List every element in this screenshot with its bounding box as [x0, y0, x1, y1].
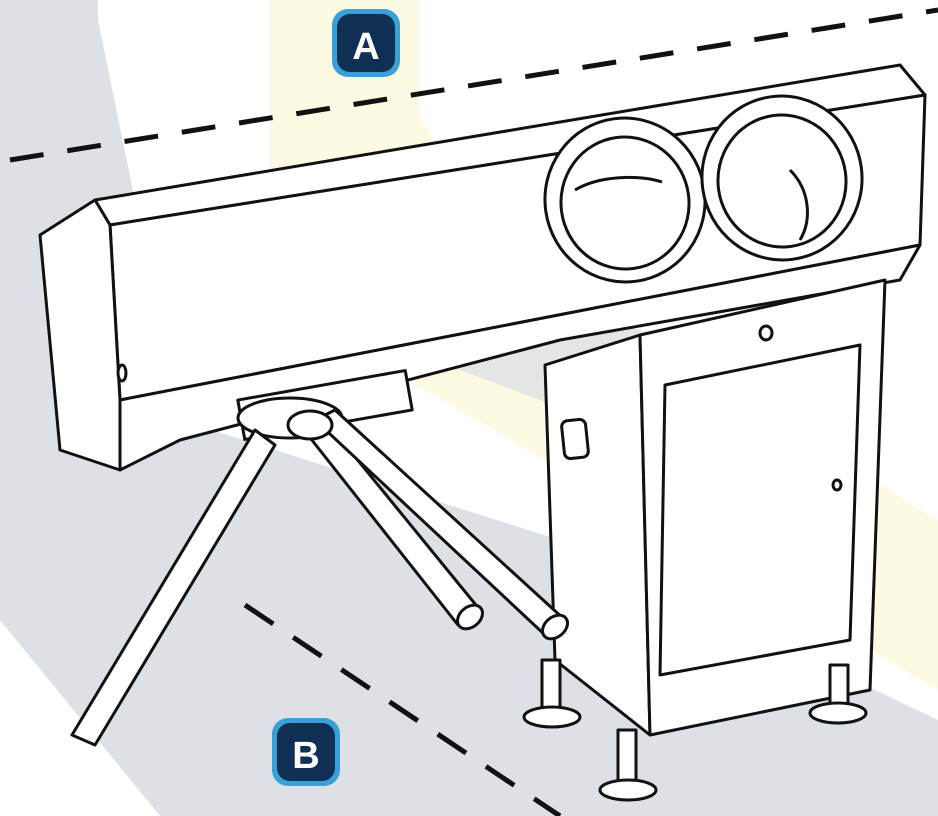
hub-center	[286, 409, 334, 441]
foot-right	[808, 701, 868, 725]
leg-front-left	[616, 728, 638, 787]
tripod-arm-left	[70, 428, 277, 747]
tripod-arm-middle-end	[455, 603, 485, 631]
cabinet-key-slot	[560, 417, 590, 461]
leg-back-left	[540, 658, 562, 712]
dashed-line-a	[9, 7, 938, 163]
beam-end-hole	[116, 363, 128, 383]
foot-back-left	[522, 705, 582, 729]
zone-label-a: A	[352, 26, 379, 68]
dashed-line-b	[243, 602, 562, 816]
hand-hole-right	[700, 94, 864, 262]
turnstile-illustration	[38, 63, 927, 802]
cabinet-lock-top	[758, 324, 774, 342]
hand-hole-left	[543, 116, 707, 284]
foot-front-left	[598, 778, 658, 802]
cabinet-door	[658, 343, 862, 677]
zone-label-b: B	[292, 735, 319, 777]
zone-marker-b: B	[272, 718, 340, 786]
tripod-arm-right-end	[540, 613, 570, 641]
zone-marker-a: A	[332, 9, 400, 77]
cabinet-lock-door	[831, 478, 843, 492]
beam-bottom-face	[118, 243, 922, 472]
